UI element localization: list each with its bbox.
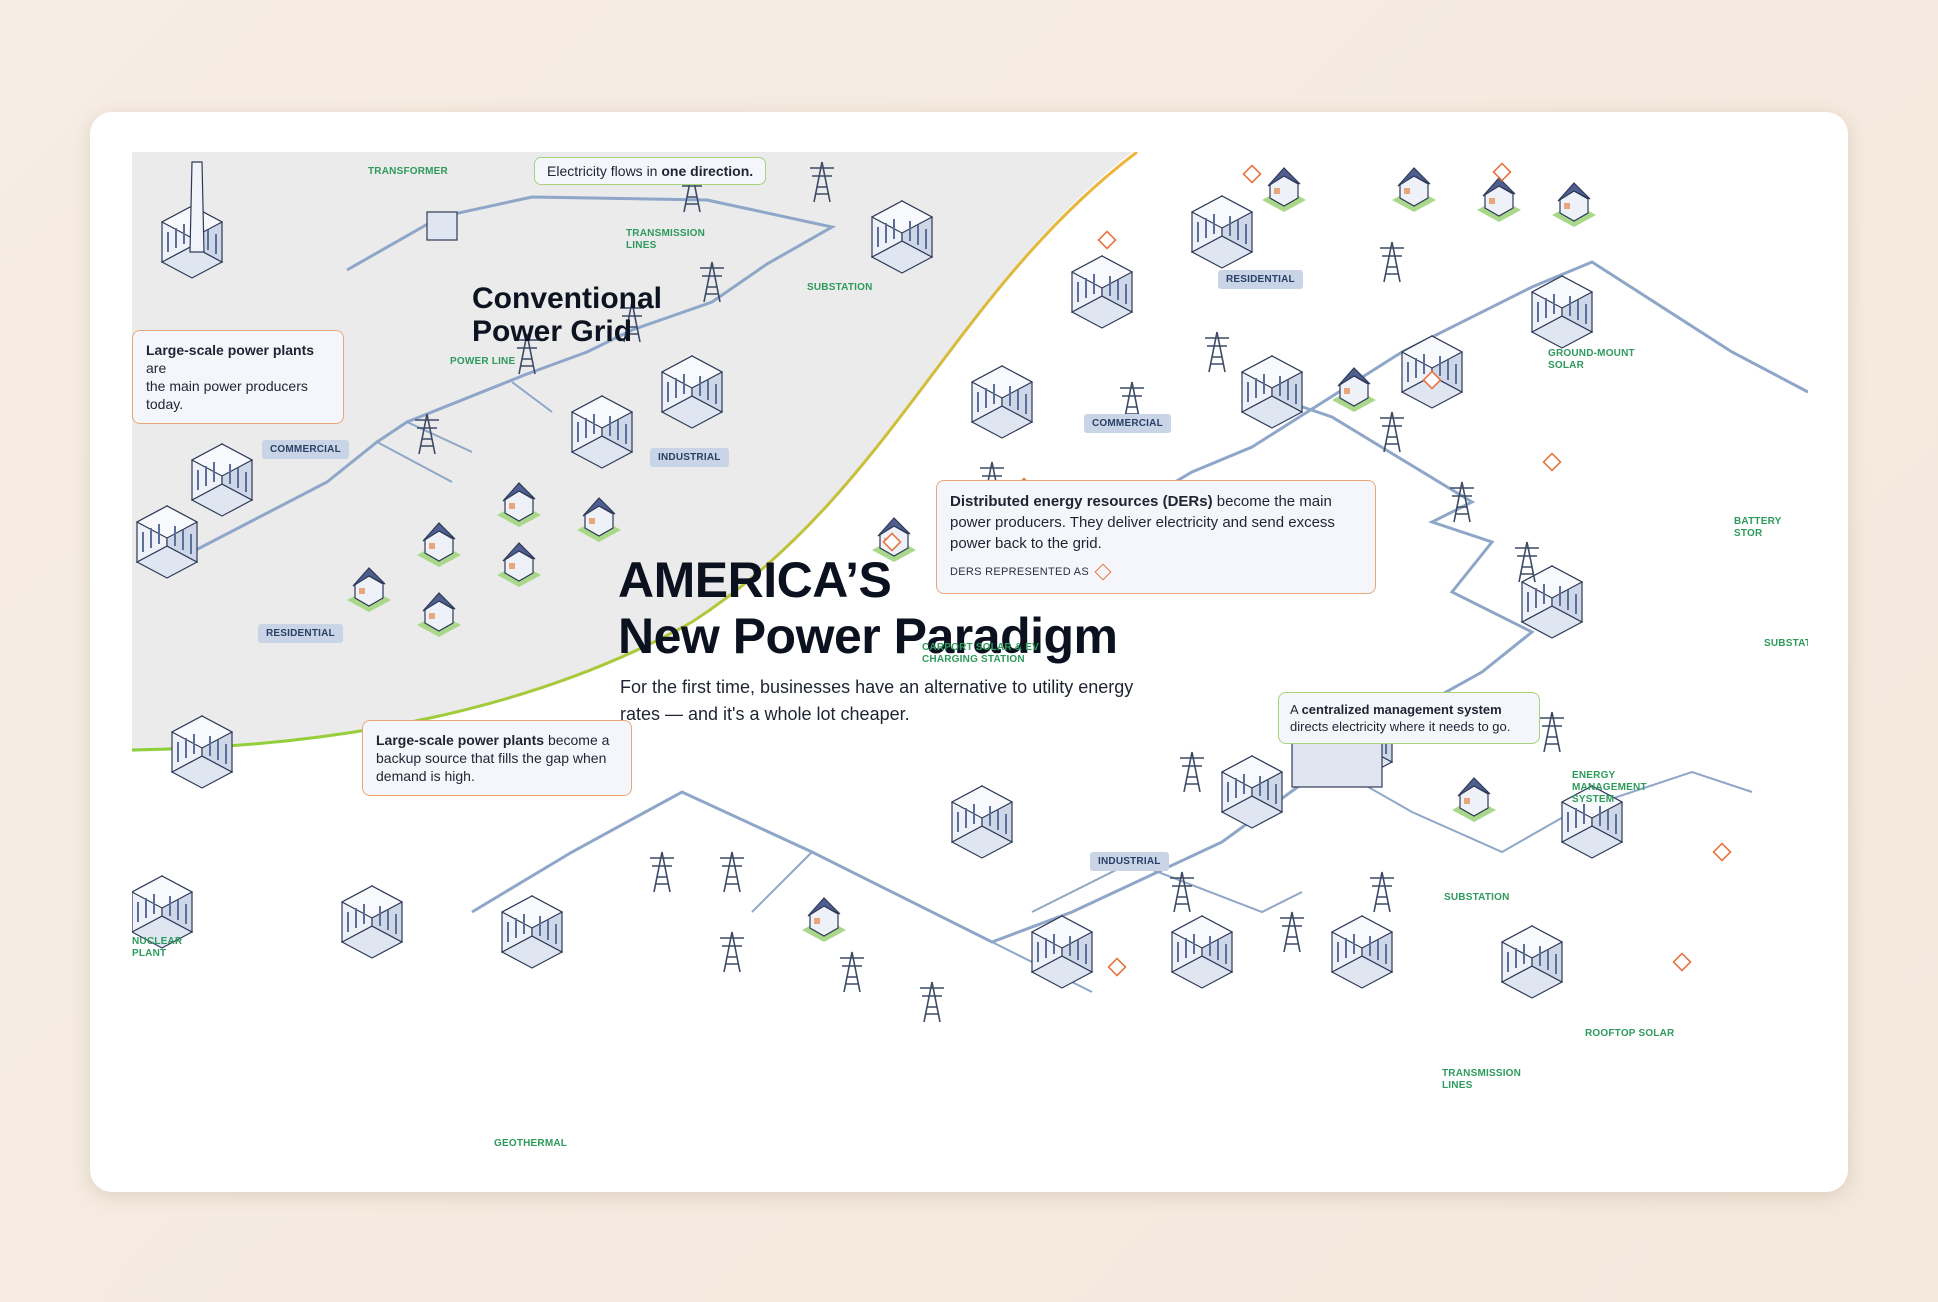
label-transformer: TRANSFORMER [368, 166, 448, 177]
label-transmission-lines: TRANSMISSION LINES [626, 228, 706, 251]
chip-industrial-conventional: INDUSTRIAL [650, 448, 729, 467]
der-legend: DERS REPRESENTED AS [950, 562, 1362, 583]
backup-note-bold: Large-scale power plants [376, 732, 545, 748]
one-direction-note: Electricity flows in one direction. [534, 157, 767, 185]
der-note: Distributed energy resources (DERs) beco… [936, 480, 1376, 594]
paradigm-title: AMERICA’S New Power Paradigm [618, 552, 1118, 664]
label-substation-paradigm: SUBSTATION [1444, 892, 1510, 903]
label-transmission-lines-paradigm: TRANSMISSION LINES [1442, 1068, 1522, 1091]
flow-note-bold: one direction. [661, 163, 754, 179]
plants-today-note: Large-scale power plants are the main pow… [132, 330, 344, 424]
chip-industrial-paradigm: INDUSTRIAL [1090, 852, 1169, 871]
paradigm-title-line1: AMERICA’S [618, 552, 892, 608]
der-note-rest: become the main power producers. They de… [950, 493, 1335, 552]
paradigm-title-line2: New Power Paradigm [618, 608, 1118, 664]
label-rooftop-solar: ROOFTOP SOLAR [1585, 1028, 1675, 1039]
conventional-title-line1: Conventional [472, 282, 663, 315]
backup-plants-note: Large-scale power plants become a backup… [362, 720, 632, 796]
ems-note-rest: directs electricity where it needs to go… [1290, 719, 1511, 734]
ems-note: A centralized management system directs … [1278, 692, 1540, 744]
der-diamond-icon [1094, 563, 1112, 581]
flow-note-prefix: Electricity flows in [547, 163, 662, 179]
chip-residential-conventional: RESIDENTIAL [258, 624, 343, 643]
chip-residential-paradigm: RESIDENTIAL [1218, 270, 1303, 289]
backup-note-rest: become a backup source that fills the ga… [376, 732, 610, 784]
paradigm-subtitle: For the first time, businesses have an a… [620, 677, 1134, 724]
conventional-title: Conventional Power Grid [472, 282, 662, 348]
conventional-title-line2: Power Grid [472, 315, 633, 348]
plants-note-rest2: the main power producers today. [146, 378, 308, 412]
der-legend-text: DERS REPRESENTED AS [950, 566, 1089, 578]
ems-note-bold: centralized management system [1301, 702, 1502, 717]
label-substation-top: SUBSTAT [1764, 638, 1808, 649]
label-substation: SUBSTATION [807, 282, 873, 293]
chip-commercial-paradigm: COMMERCIAL [1084, 414, 1171, 433]
label-nuclear-plant: NUCLEAR PLANT [132, 936, 183, 959]
infographic-card: Electricity flows in one direction. Conv… [90, 112, 1848, 1192]
label-energy-management: ENERGY MANAGEMENT SYSTEM [1572, 770, 1647, 805]
plants-note-rest1: are [146, 360, 167, 376]
chip-commercial-conventional: COMMERCIAL [262, 440, 349, 459]
label-ground-mount-solar: GROUND-MOUNT SOLAR [1548, 348, 1635, 371]
label-carport-solar: CARPORT SOLAR & EV CHARGING STATION [922, 642, 1039, 665]
label-geothermal: GEOTHERMAL [494, 1138, 568, 1149]
label-power-line: POWER LINE [450, 356, 516, 367]
grid-illustration [132, 152, 1808, 1023]
label-battery-storage: BATTERY STOR [1734, 516, 1782, 539]
plants-note-bold: Large-scale power plants [146, 342, 315, 358]
der-note-bold: Distributed energy resources (DERs) [950, 493, 1213, 510]
infographic-canvas: Electricity flows in one direction. Conv… [132, 152, 1808, 1158]
ems-note-prefix: A [1290, 702, 1302, 717]
